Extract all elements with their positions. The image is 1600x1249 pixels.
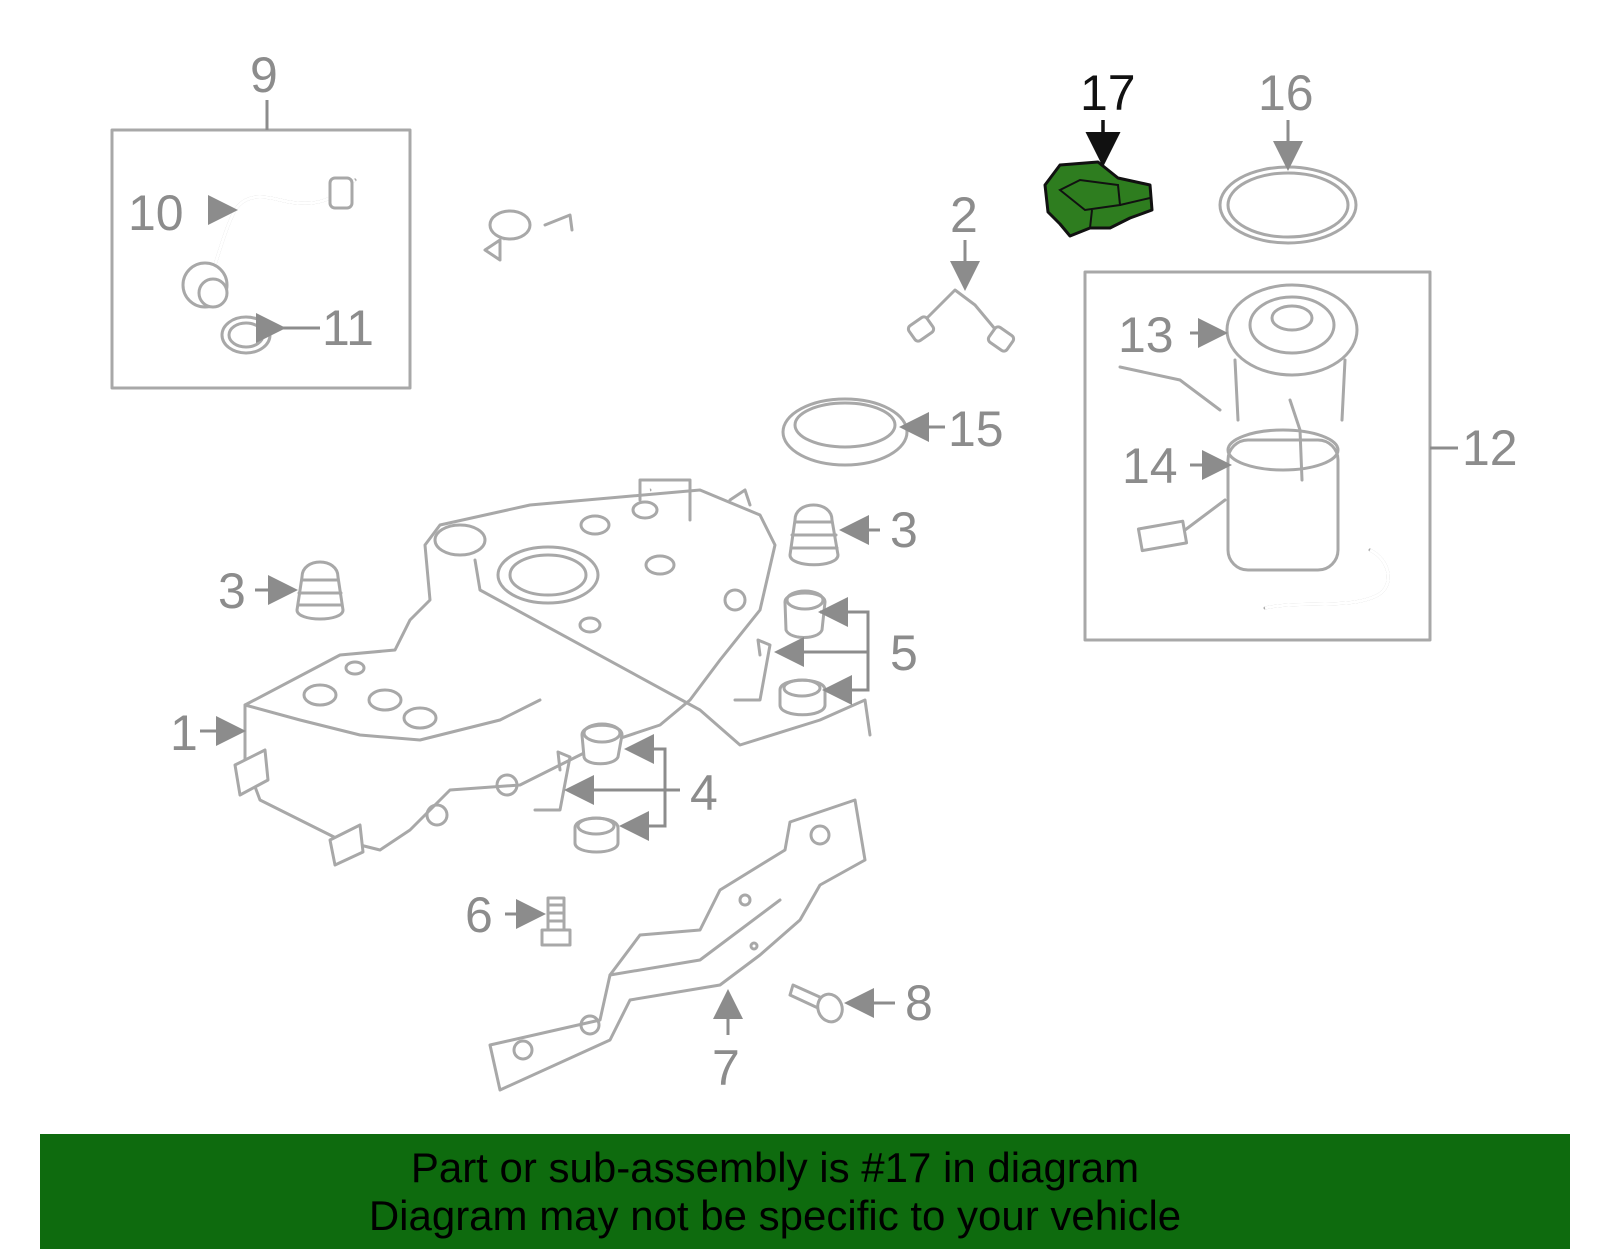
callout-2: 2	[950, 187, 978, 243]
callout-9: 9	[250, 47, 278, 103]
callout-4: 4	[690, 765, 718, 821]
footer-line-2: Diagram may not be specific to your vehi…	[368, 1192, 1182, 1239]
callout-16: 16	[1258, 65, 1314, 121]
callout-3-left: 3	[218, 563, 246, 619]
footer-banner: Part or sub-assembly is #17 in diagram D…	[40, 1134, 1570, 1249]
callout-14: 14	[1122, 438, 1178, 494]
callout-8: 8	[905, 975, 933, 1031]
bumper-3-right[interactable]	[788, 503, 880, 567]
callout-11: 11	[322, 300, 374, 356]
callout-15: 15	[948, 401, 1004, 457]
fuel-pump-module-box-12[interactable]	[1083, 270, 1458, 642]
callout-13: 13	[1118, 307, 1174, 363]
callout-7: 7	[712, 1040, 740, 1096]
callout-5: 5	[890, 625, 918, 681]
seal-15[interactable]	[781, 397, 945, 467]
wire-connector-2[interactable]	[906, 240, 1016, 353]
parts-diagram: 1 2 3 3 4 5 6 7 8 9 10 11 12 13 14 15 16…	[110, 47, 1518, 1096]
callout-3-right: 3	[890, 502, 918, 558]
bumper-3-left[interactable]	[255, 560, 345, 621]
highlighted-part-17[interactable]	[1043, 120, 1154, 238]
callout-17: 17	[1080, 65, 1136, 121]
bolt-8[interactable]	[788, 983, 895, 1025]
footer-line-1: Part or sub-assembly is #17 in diagram	[410, 1144, 1140, 1191]
callout-1: 1	[170, 705, 198, 761]
heat-shield-7[interactable]	[488, 798, 867, 1092]
grommets-4[interactable]	[533, 722, 680, 854]
hose-assembly-box-9[interactable]	[110, 100, 412, 390]
grommets-5[interactable]	[733, 589, 870, 717]
lock-ring-16[interactable]	[1218, 120, 1358, 245]
fuel-tank[interactable]	[233, 478, 872, 867]
callout-10: 10	[128, 185, 184, 241]
callout-6: 6	[465, 887, 493, 943]
callout-12: 12	[1462, 420, 1518, 476]
bolt-6[interactable]	[505, 896, 572, 947]
filler-neck[interactable]	[483, 209, 652, 500]
